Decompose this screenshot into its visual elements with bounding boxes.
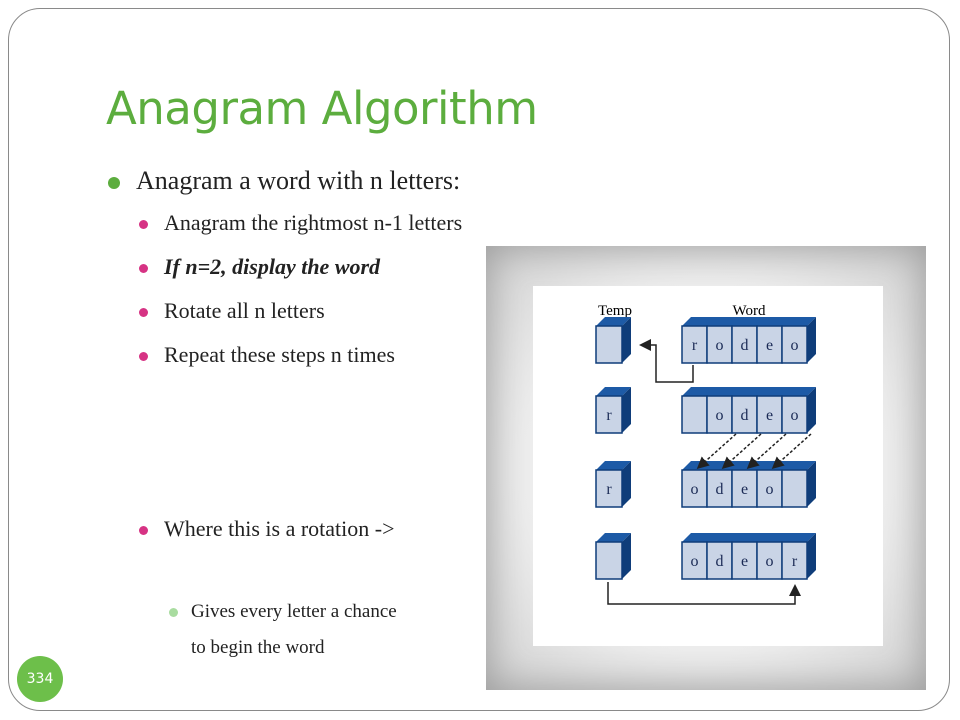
cell-letter: o <box>716 337 724 354</box>
cell-letter: o <box>766 553 774 570</box>
bullet-step-1: Anagram the rightmost n-1 letters <box>139 210 462 236</box>
temp-cell: r <box>595 461 631 508</box>
shift-arrow <box>771 433 812 469</box>
cell-letter: r <box>792 553 798 570</box>
temp-cell: r <box>595 387 631 434</box>
bullet-step-text: Anagram the rightmost n-1 letters <box>164 210 463 235</box>
bullet-step-3: Rotate all n letters <box>139 298 325 324</box>
bullet-step-text: If n=2, display the word <box>164 254 381 279</box>
cell-letter: e <box>741 553 748 570</box>
bullet-main-text: Anagram a word with n letters: <box>136 166 461 195</box>
page-number-badge: 334 <box>17 656 63 702</box>
bullet-dot <box>139 526 148 535</box>
shift-arrow <box>696 433 737 469</box>
cell-letter: o <box>691 481 699 498</box>
cell-letter: r <box>606 481 612 498</box>
bullet-step-text: Rotate all n letters <box>164 298 325 323</box>
temp-cell <box>595 533 631 580</box>
cell-letter: o <box>691 553 699 570</box>
bullet-step-text: Repeat these steps n times <box>164 342 395 367</box>
bullet-rotation: Where this is a rotation -> <box>139 516 395 542</box>
temp-cell <box>595 317 631 364</box>
cell-letter: e <box>766 407 773 424</box>
bullet-rotation-text: Where this is a rotation -> <box>164 516 395 541</box>
temp-label: Temp <box>598 303 632 319</box>
slide-title: Anagram Algorithm <box>106 82 538 135</box>
bullet-step-2: If n=2, display the word <box>139 254 380 280</box>
shift-arrow <box>746 433 787 469</box>
bullet-main: Anagram a word with n letters: <box>108 166 460 196</box>
bullet-dot <box>139 220 148 229</box>
cell-letter: d <box>716 553 724 570</box>
word-label: Word <box>733 303 766 319</box>
cell-letter: d <box>741 407 749 424</box>
cell-letter: d <box>716 481 724 498</box>
cell-letter: d <box>741 337 749 354</box>
bullet-dot <box>139 352 148 361</box>
bullet-note: Gives every letter a chance to begin the… <box>169 594 397 666</box>
cell-letter: r <box>606 407 612 424</box>
cell-letter: e <box>741 481 748 498</box>
bullet-note-line1: Gives every letter a chance <box>191 601 397 622</box>
bullet-step-4: Repeat these steps n times <box>139 342 395 368</box>
cell-letter: e <box>766 337 773 354</box>
bullet-note-line2: to begin the word <box>191 637 325 658</box>
bullet-dot <box>139 264 148 273</box>
bullet-dot <box>139 308 148 317</box>
cell-letter: o <box>716 407 724 424</box>
cell-letter: o <box>766 481 774 498</box>
shift-arrow <box>721 433 762 469</box>
cell-letter: r <box>692 337 698 354</box>
cell-letter: o <box>791 337 799 354</box>
cell-letter: o <box>791 407 799 424</box>
bullet-dot <box>108 177 120 189</box>
arrow-to-word-end <box>607 582 801 605</box>
arrow-to-temp <box>639 339 694 383</box>
bullet-dot <box>169 608 178 617</box>
